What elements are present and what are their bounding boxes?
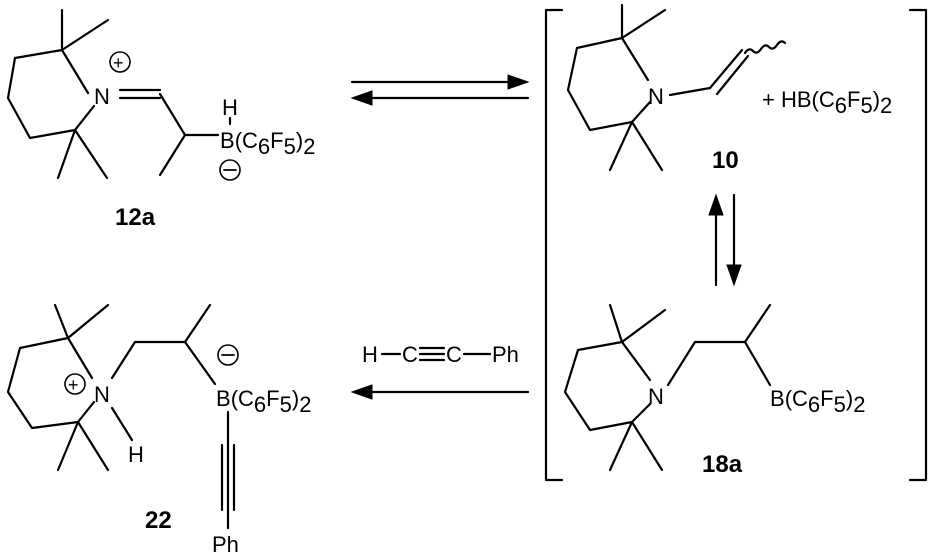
methyl-22-3 (56, 420, 80, 472)
bond-n-c-22 (76, 400, 96, 424)
reaction-arrow-bottom: H C C Ph (350, 342, 530, 400)
bond-12a-ch (158, 92, 187, 137)
label-18a: 18a (702, 451, 743, 478)
reagent-c2: C (446, 342, 462, 367)
bond-ch-b-22 (183, 340, 217, 386)
label-22: 22 (145, 507, 172, 534)
atom-h-12a: H (222, 95, 238, 120)
methyl-18a-2 (620, 308, 667, 344)
hb-reagent-10: + HB(C6F5)2 (762, 87, 892, 118)
reagent-c1: C (402, 342, 418, 367)
plus-charge-12a: + (109, 51, 131, 73)
bond-ch-b-18a (743, 340, 772, 387)
plus-sign-12a: + (113, 53, 124, 73)
atom-b-22: B(C6F5)2 (216, 386, 311, 417)
atom-ph-22: Ph (212, 532, 239, 557)
compound-12a: N + H B(C6F5)2 12a (6, 8, 315, 231)
methyl-18a-4 (630, 420, 664, 472)
reagent-phenylacetylene: H (362, 342, 378, 367)
wavy-bond-10 (743, 40, 787, 55)
bond-n-ch-10 (668, 86, 712, 97)
methyl-10-3 (608, 120, 634, 172)
methyl-10-2 (620, 8, 667, 40)
bond-n-c-18a (630, 402, 652, 424)
methyl-12a-2 (60, 18, 110, 52)
ring-22 (6, 336, 94, 430)
methyl-18a-3 (608, 420, 634, 472)
reverse-arrowhead (350, 90, 373, 106)
compound-10: N + HB(C6F5)2 10 (566, 3, 892, 174)
plus-sign-22: + (68, 375, 79, 395)
compound-18a: N B(C6F5)2 18a (563, 303, 865, 478)
atom-b-18a: B(C6F5)2 (770, 386, 865, 417)
up-arrowhead (708, 193, 724, 216)
methyl-22-1 (53, 303, 70, 340)
bond-n-c-10 (630, 100, 652, 124)
ring-10 (566, 36, 650, 132)
double-bond-10-a (708, 48, 744, 90)
atom-h-22: H (128, 442, 144, 467)
bond-n-c-12a (73, 104, 96, 132)
double-bond-10-b (715, 54, 750, 96)
methyl-10-4 (630, 120, 664, 172)
equilibrium-arrows-vertical (708, 193, 742, 287)
ring-18a (563, 340, 652, 432)
right-bracket (908, 8, 928, 482)
methyl-22-2 (66, 303, 110, 340)
bond-ch-me-22 (183, 303, 212, 344)
product-arrowhead (350, 384, 373, 400)
brackets (544, 8, 928, 482)
bond-n-ch2-18a (666, 340, 697, 387)
minus-charge-22 (217, 344, 239, 366)
label-10: 10 (712, 147, 739, 174)
compound-22: N + H B(C6F5)2 Ph 22 (6, 303, 311, 557)
atom-n-12a: N (94, 84, 110, 109)
plus-charge-22: + (64, 373, 86, 395)
bond-ch-me-18a (743, 303, 772, 344)
label-12a: 12a (115, 204, 156, 231)
ring-12a (6, 48, 90, 140)
bond-n-ch2-22 (110, 340, 137, 380)
methyl-12a-4 (73, 128, 109, 180)
atom-n-18a: N (648, 384, 664, 409)
atom-n-10: N (648, 84, 664, 109)
bond-12a-methyl (158, 133, 187, 177)
minus-charge-12a (219, 159, 241, 181)
bond-n-h-22 (110, 406, 134, 442)
atom-n-22: N (94, 382, 110, 407)
forward-arrowhead (507, 74, 530, 90)
reagent-ph: Ph (492, 342, 519, 367)
left-bracket (544, 8, 564, 482)
atom-b-12a: B(C6F5)2 (220, 128, 315, 159)
equilibrium-arrows-top (350, 74, 530, 106)
methyl-22-4 (76, 420, 110, 472)
down-arrowhead (726, 264, 742, 287)
methyl-12a-3 (56, 128, 77, 180)
methyl-18a-1 (608, 303, 624, 344)
